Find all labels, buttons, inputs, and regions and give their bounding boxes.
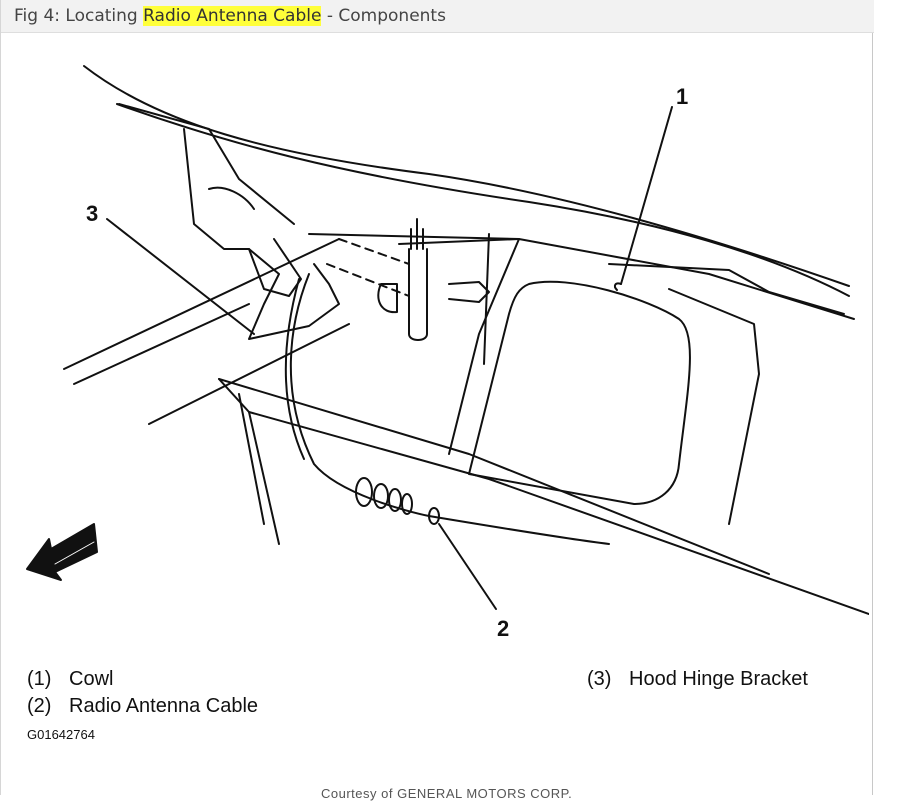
grommet <box>355 477 373 507</box>
antenna-stud <box>408 248 428 341</box>
side-panel <box>398 238 520 455</box>
cowl-top-line <box>116 103 850 297</box>
cowl-lip <box>608 263 845 315</box>
hinge-bracket-slot <box>248 238 302 297</box>
leader-1 <box>620 106 673 285</box>
title-highlight: Radio Antenna Cable <box>143 6 322 26</box>
callout-2: 2 <box>497 616 509 641</box>
figure-title: Fig 4: Locating Radio Antenna Cable - Co… <box>1 0 874 33</box>
legend-num: (1) <box>27 668 52 690</box>
title-prefix: Fig 4: Locating <box>14 6 144 26</box>
courtesy-text: Courtesy of GENERAL MOTORS CORP. <box>321 786 573 801</box>
lower-beam-top <box>218 378 770 575</box>
legend-num: (3) <box>587 668 612 690</box>
leader-3 <box>106 218 255 335</box>
callout-3: 3 <box>86 201 98 226</box>
legend-label: Cowl <box>69 668 114 690</box>
front-arrow-icon <box>26 523 98 581</box>
windshield-edge <box>83 65 850 287</box>
lower-beam-bottom <box>248 411 869 615</box>
rounded-panel <box>468 280 691 505</box>
legend-item-hood-hinge-bracket: (3) Hood Hinge Bracket <box>587 668 808 691</box>
legend-label: Radio Antenna Cable <box>69 695 259 717</box>
cowl-panel-edge <box>308 233 855 320</box>
legend-item-radio-antenna-cable: (2) Radio Antenna Cable <box>27 695 258 718</box>
leader-2 <box>438 523 497 610</box>
component-diagram: 1 2 3 <box>26 65 869 641</box>
cable-route <box>289 273 610 545</box>
mount-bolt <box>448 281 490 303</box>
fender-line <box>63 238 340 370</box>
callout-1: 1 <box>676 84 688 109</box>
figure-frame: Fig 4: Locating Radio Antenna Cable - Co… <box>0 0 874 801</box>
figure-code: G01642764 <box>27 727 95 742</box>
legend-label: Hood Hinge Bracket <box>629 668 808 690</box>
hinge-bracket-body <box>183 128 340 340</box>
hinge-bracket-arm <box>118 103 295 225</box>
title-suffix: - Components <box>321 6 446 26</box>
legend-item-cowl: (1) Cowl <box>27 668 113 691</box>
legend-num: (2) <box>27 695 52 717</box>
